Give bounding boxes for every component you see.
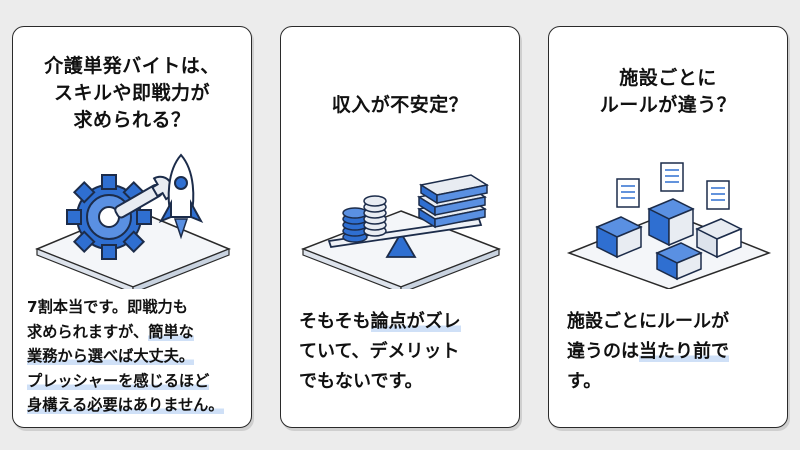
body-line: 施設ごとにルールが [567, 311, 729, 332]
card-title: 施設ごとに ルールが違う？ [557, 65, 779, 119]
coins-cash-seesaw-illustration [300, 174, 502, 289]
title-line: 収入が不安定？ [331, 94, 469, 116]
card-income: 収入が不安定？ [280, 26, 520, 428]
body-line: 違うのは当たり前で [567, 341, 729, 362]
coin-stack-icon [342, 195, 387, 243]
card-title: 介護単発バイトは、 スキルや即戦力が 求められる？ [21, 53, 243, 134]
rocket-icon [158, 153, 204, 240]
card-body: そもそも論点がズレ ていて、デメリット でもないです。 [299, 307, 509, 397]
body-line: 身構える必要はありません。 [27, 396, 224, 414]
building-icon [595, 198, 743, 281]
body-line: プレッシャーを感じるほど [27, 371, 210, 390]
body-line: 7割本当です。即戦力も [27, 298, 188, 316]
checklist-icon [616, 162, 730, 210]
title-line: 求められる？ [73, 109, 191, 131]
body-line: ていて、デメリット [299, 341, 460, 362]
wrench-icon [114, 175, 174, 219]
card-title: 収入が不安定？ [289, 92, 511, 119]
title-line: スキルや即戦力が [53, 82, 210, 104]
buildings-checklists-illustration [566, 162, 772, 289]
gear-icon [66, 174, 152, 260]
title-line: ルールが違う？ [599, 94, 737, 116]
card-body: 施設ごとにルールが 違うのは当たり前で す。 [567, 307, 777, 397]
card-skills: 介護単発バイトは、 スキルや即戦力が 求められる？ [12, 26, 252, 428]
body-line: 業務から選べば大丈夫。 [27, 347, 195, 365]
title-line: 介護単発バイトは、 [44, 55, 220, 77]
body-line: 求められますが、簡単な [27, 322, 194, 341]
cash-stack-icon [417, 174, 489, 229]
card-body: 7割本当です。即戦力も 求められますが、簡単な 業務から選べば大丈夫。 プレッシ… [27, 295, 241, 418]
title-line: 施設ごとに [619, 67, 717, 89]
body-line: でもないです。 [299, 371, 423, 392]
gear-wrench-rocket-illustration [35, 153, 231, 289]
body-line: そもそも論点がズレ [299, 311, 461, 332]
body-line: す。 [567, 371, 602, 392]
card-rules: 施設ごとに ルールが違う？ [548, 26, 788, 428]
